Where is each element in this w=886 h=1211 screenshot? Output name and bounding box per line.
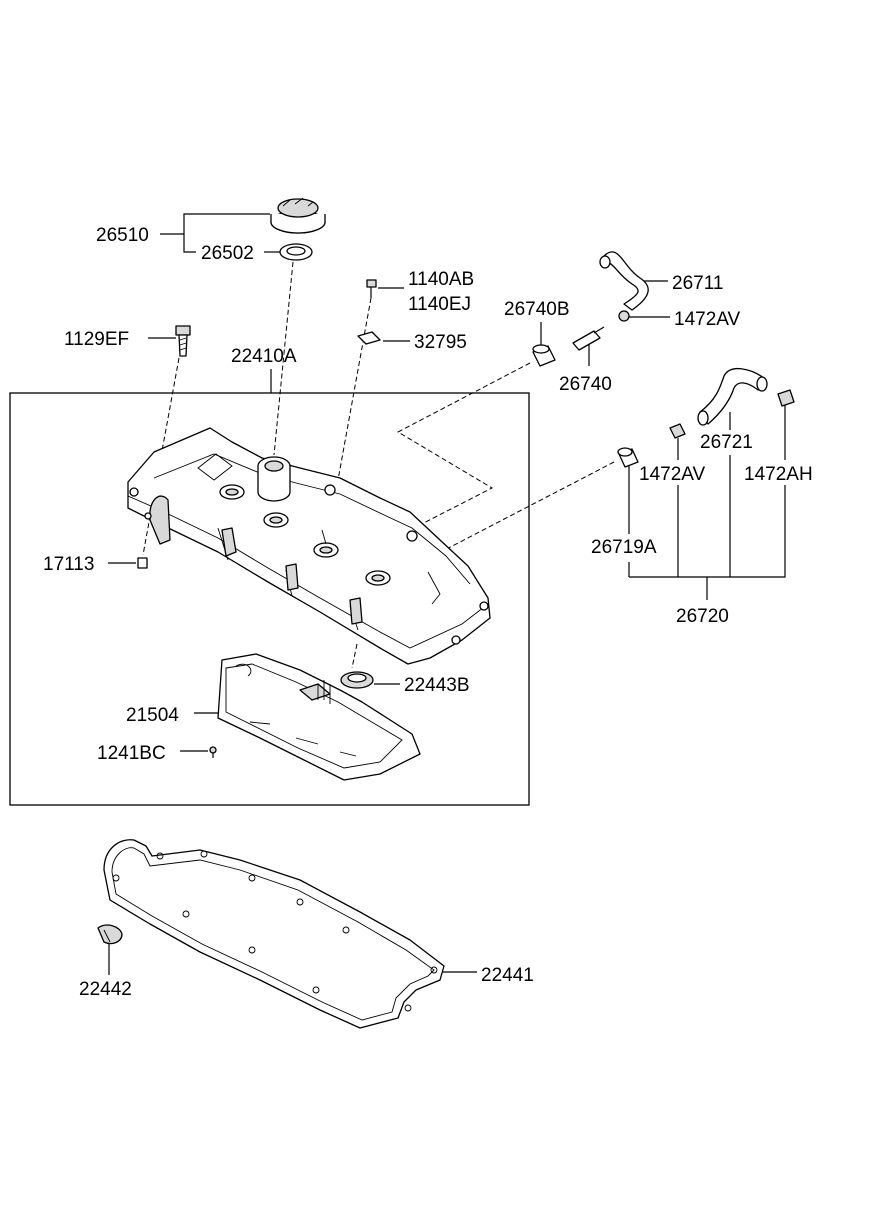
label-26711: 26711 [672, 273, 723, 294]
dashed-projections [142, 261, 615, 669]
label-1472AH: 1472AH [744, 464, 813, 485]
bolt-1140ab [366, 279, 377, 298]
label-17113: 17113 [43, 554, 94, 575]
label-21504: 21504 [126, 705, 179, 726]
hose-26721 [697, 368, 768, 426]
bolt-1129ef [175, 325, 191, 357]
label-22442: 22442 [79, 979, 132, 1000]
label-1140AB: 1140AB [408, 269, 474, 290]
seal-22443b [340, 671, 374, 689]
plug-17113 [137, 557, 148, 569]
rocker-cover-gasket [103, 839, 445, 1029]
label-26510: 26510 [96, 225, 149, 246]
label-26740B: 26740B [504, 299, 570, 320]
rocker-cover [127, 427, 491, 665]
label-22443B: 22443B [404, 675, 470, 696]
half-moon-plug [97, 924, 123, 945]
label-26720: 26720 [676, 606, 729, 627]
label-26740: 26740 [559, 374, 612, 395]
sleeve-26719a [617, 447, 639, 468]
bracket-32795 [357, 331, 381, 345]
label-22441: 22441 [481, 965, 534, 986]
pcv-valve [572, 326, 605, 351]
label-26721: 26721 [700, 432, 753, 453]
sleeve-26740b [532, 344, 556, 367]
label-1241BC: 1241BC [97, 743, 166, 764]
label-1472AV-top: 1472AV [674, 309, 741, 330]
label-1472AV-mid: 1472AV [639, 464, 706, 485]
assembly-frame [9, 392, 530, 806]
label-32795: 32795 [414, 332, 467, 353]
hose-26711 [599, 251, 649, 311]
clamp-1472av-mid [669, 423, 686, 439]
screw-1241bc [209, 746, 217, 758]
label-26502: 26502 [201, 243, 254, 264]
label-1140EJ: 1140EJ [408, 294, 471, 315]
clamp-1472ah [777, 389, 795, 407]
label-1129EF: 1129EF [64, 329, 129, 350]
label-22410A: 22410A [231, 346, 297, 367]
baffle-plate [217, 653, 421, 781]
clamp-1472av-top [618, 310, 630, 322]
oil-filler-cap [270, 197, 326, 234]
cap-gasket [279, 243, 313, 261]
label-26719A: 26719A [591, 537, 657, 558]
